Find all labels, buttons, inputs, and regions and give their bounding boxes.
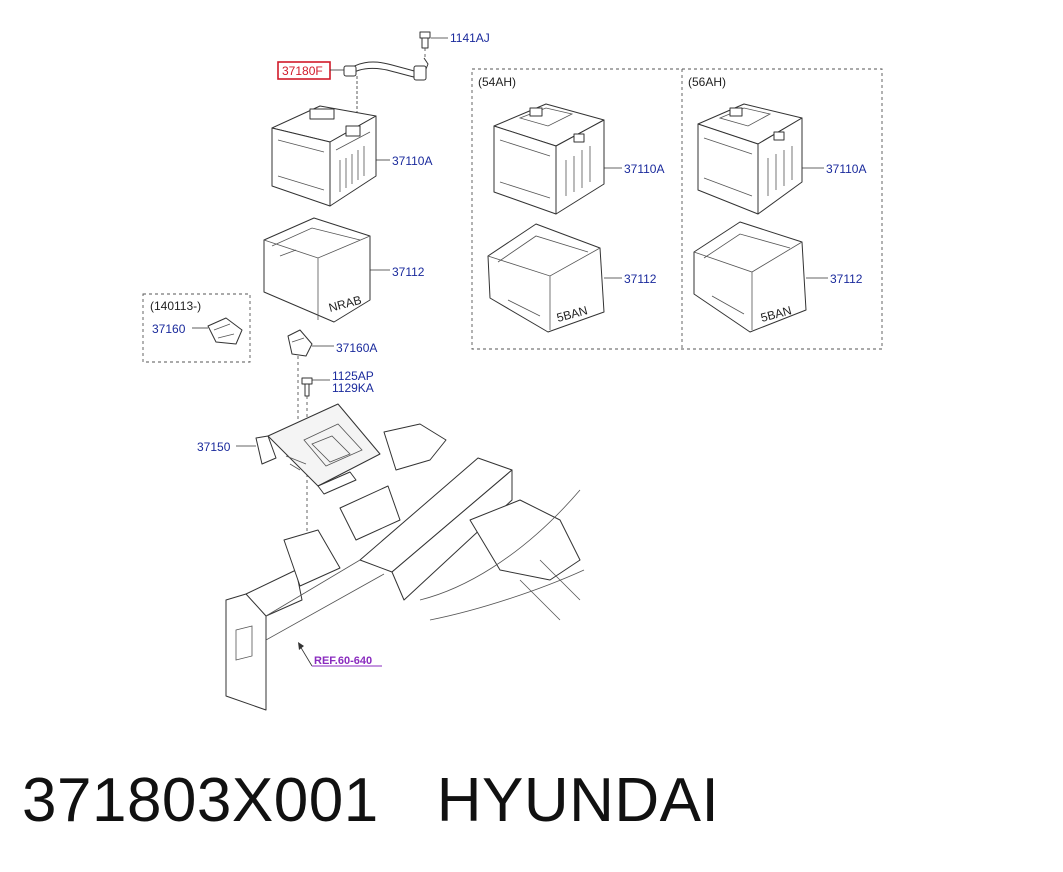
clip-37160-icon: [207, 317, 243, 345]
bolt-1141AJ-icon: [419, 31, 431, 60]
battery-main: [271, 105, 377, 207]
label-1129KA: 1129KA: [332, 381, 374, 395]
svg-text:37180F: 37180F: [282, 64, 323, 78]
date-range-label: (140113-): [150, 299, 201, 313]
label-37112-main: 37112: [370, 265, 425, 279]
label-37160: 37160: [152, 322, 208, 336]
label-1125AP: 1125AP: [312, 369, 374, 383]
label-37110A-main: 37110A: [376, 154, 432, 168]
svg-text:37150: 37150: [197, 440, 231, 454]
battery-tray-56ah: 5BAN: [693, 221, 807, 333]
variant-56ah-label: (56AH): [688, 75, 726, 89]
caption: 371803X001 HYUNDAI: [22, 760, 719, 840]
label-1141AJ: 1141AJ: [431, 31, 490, 45]
svg-text:37112: 37112: [830, 272, 863, 286]
reference-label[interactable]: REF.60-640: [298, 642, 382, 667]
label-37110A-56ah: 37110A: [802, 162, 866, 176]
label-37180F-highlighted[interactable]: 37180F: [277, 61, 344, 80]
date-range-box: [142, 293, 251, 363]
parts-diagram: NRAB 5BAN 5BAN: [142, 31, 883, 711]
vehicle-body-frame: [225, 423, 585, 711]
svg-text:1125AP: 1125AP: [332, 369, 374, 383]
label-37110A-54ah: 37110A: [604, 162, 664, 176]
variant-box: [471, 68, 883, 350]
svg-text:37110A: 37110A: [826, 162, 866, 176]
svg-text:37110A: 37110A: [392, 154, 432, 168]
label-37160A: 37160A: [312, 341, 377, 355]
battery-cable: [343, 57, 429, 128]
svg-text:1141AJ: 1141AJ: [450, 31, 490, 45]
svg-text:37110A: 37110A: [624, 162, 664, 176]
label-37112-54ah: 37112: [604, 272, 657, 286]
svg-text:37112: 37112: [392, 265, 425, 279]
svg-text:37112: 37112: [624, 272, 657, 286]
svg-text:37160A: 37160A: [336, 341, 377, 355]
svg-text:37160: 37160: [152, 322, 186, 336]
svg-text:REF.60-640: REF.60-640: [314, 655, 372, 667]
label-37112-56ah: 37112: [806, 272, 863, 286]
battery-56ah: [697, 103, 803, 215]
label-37150: 37150: [197, 440, 256, 454]
battery-54ah: [493, 103, 605, 215]
bracket-37160A-icon: [287, 329, 313, 432]
variant-54ah-label: (54AH): [478, 75, 516, 89]
tray-bracket-37150: [255, 403, 381, 495]
part-number: 371803X001: [22, 765, 379, 835]
battery-tray-54ah: 5BAN: [487, 223, 605, 333]
brand-name: HYUNDAI: [436, 765, 720, 835]
battery-tray-main: NRAB: [263, 217, 371, 323]
